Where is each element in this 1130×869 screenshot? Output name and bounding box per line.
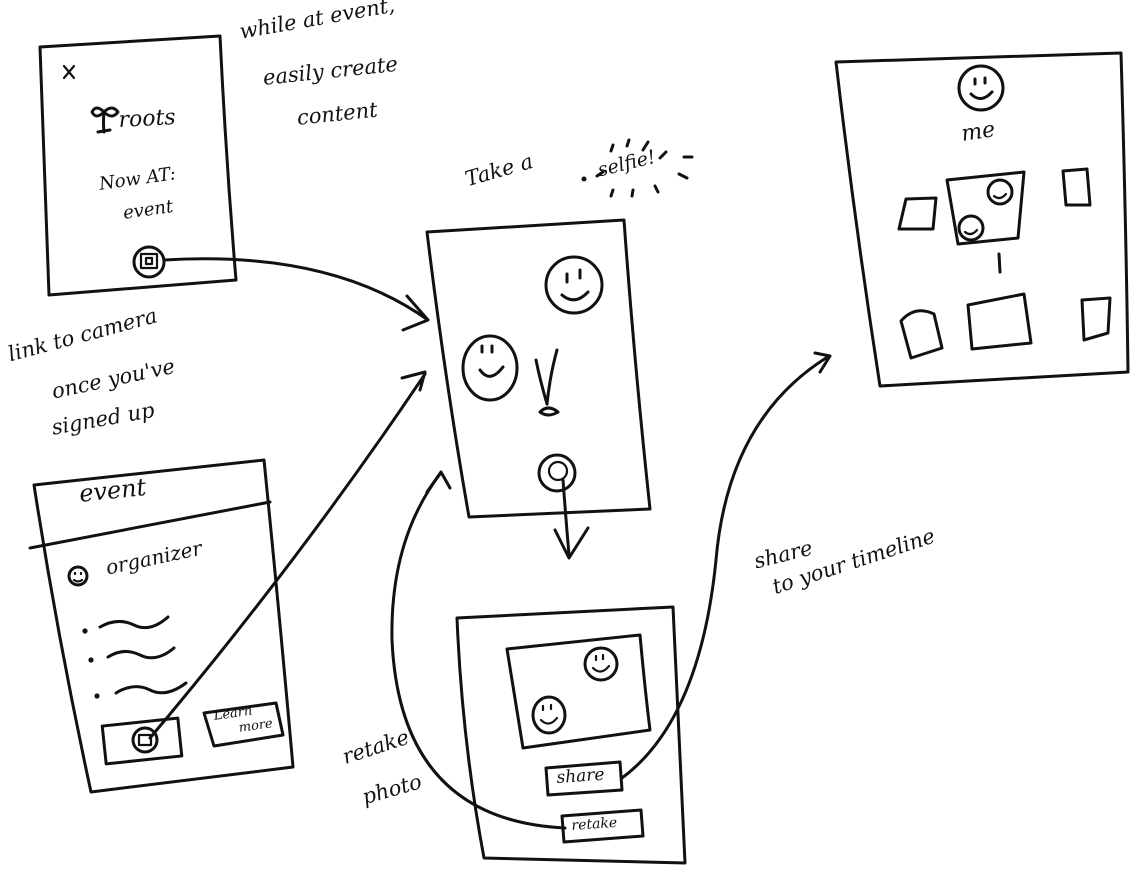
profile-screen bbox=[834, 51, 1130, 388]
photo-review-screen bbox=[455, 605, 687, 865]
photo-face-icon-1 bbox=[583, 646, 619, 682]
event-screen-frame bbox=[32, 458, 295, 794]
event-camera-button[interactable] bbox=[100, 716, 184, 766]
timeline-photo-4 bbox=[966, 292, 1033, 351]
arrow-retake-to-selfie bbox=[390, 470, 567, 830]
timeline-photo-2 bbox=[1061, 167, 1092, 207]
shutter-button[interactable] bbox=[537, 453, 577, 493]
learn-more-button[interactable] bbox=[202, 701, 285, 748]
arrow-camera-to-selfie bbox=[162, 257, 430, 332]
sprout-logo-icon bbox=[90, 106, 120, 134]
arrow-event-to-selfie bbox=[148, 370, 427, 740]
sprout-icon bbox=[534, 348, 560, 417]
selfie-sparkle-icon bbox=[581, 138, 694, 198]
event-title: event bbox=[77, 472, 148, 508]
camera-screen bbox=[425, 218, 652, 560]
now-at-screen bbox=[38, 34, 238, 297]
profile-me-label: me bbox=[959, 117, 997, 147]
profile-screen-frame bbox=[834, 51, 1130, 388]
photo-review-screen-frame bbox=[455, 605, 687, 865]
photo-face-icon-2 bbox=[531, 695, 567, 735]
event-header-divider bbox=[28, 500, 272, 550]
shutter-down-arrow bbox=[553, 478, 590, 560]
close-icon[interactable] bbox=[62, 64, 76, 80]
flow-arrows bbox=[148, 138, 832, 830]
timeline-photo-5 bbox=[1080, 296, 1112, 342]
timeline-connector bbox=[997, 252, 1002, 274]
roots-logo-text: roots bbox=[117, 105, 177, 133]
share-button-label: share bbox=[555, 764, 606, 788]
timeline-photo-3 bbox=[899, 309, 944, 360]
retake-button[interactable] bbox=[560, 808, 645, 844]
camera-screen-frame bbox=[425, 218, 652, 519]
friend-face-icon bbox=[544, 255, 604, 315]
user-face-icon bbox=[461, 334, 519, 402]
now-at-screen-frame bbox=[38, 34, 238, 297]
retake-button-label: retake bbox=[570, 814, 618, 834]
camera-button[interactable] bbox=[132, 245, 166, 279]
event-screen bbox=[28, 458, 295, 794]
event-description-lines bbox=[82, 615, 188, 699]
share-button[interactable] bbox=[544, 760, 624, 797]
timeline-featured-photo bbox=[945, 170, 1026, 246]
profile-avatar-icon bbox=[957, 64, 1005, 112]
organizer-avatar-icon bbox=[67, 565, 89, 587]
photo-preview bbox=[505, 633, 652, 750]
timeline-photo-1 bbox=[897, 196, 938, 231]
arrow-share-to-timeline bbox=[620, 351, 832, 780]
